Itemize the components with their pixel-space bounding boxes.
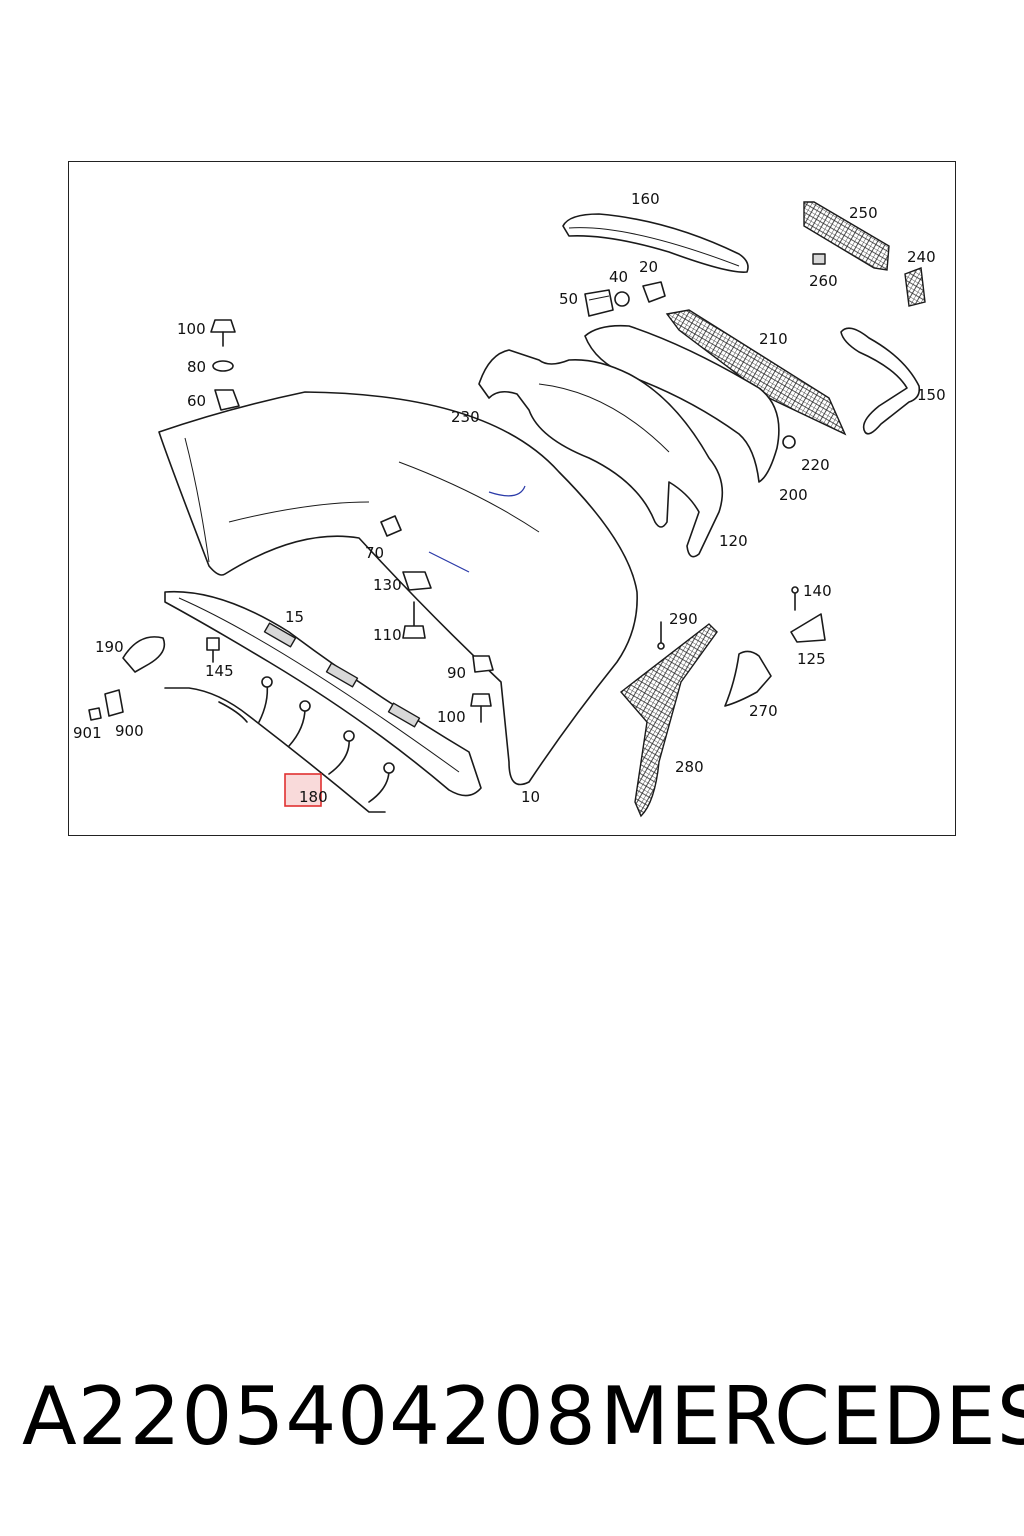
footer: A2205404208 MERCEDES [22, 1370, 1024, 1470]
label-270: 270 [749, 702, 778, 720]
label-150: 150 [917, 386, 946, 404]
label-145: 145 [205, 662, 234, 680]
part-120-frame [478, 349, 724, 558]
label-100-top: 100 [177, 320, 206, 338]
label-100-bottom: 100 [437, 708, 466, 726]
part-140-rivet [791, 586, 799, 611]
part-280-side-bracket [619, 623, 718, 818]
label-900: 900 [115, 722, 144, 740]
part-150-side-trim [840, 327, 921, 435]
label-90: 90 [447, 664, 466, 682]
parts-diagram: 160 250 240 260 40 20 50 210 150 100 80 … [68, 161, 956, 836]
part-900-connector [104, 689, 124, 717]
part-100-bolt [210, 319, 236, 347]
part-250-grille [803, 201, 890, 271]
label-110: 110 [373, 626, 402, 644]
part-240-insert [904, 267, 926, 307]
part-50-bracket [584, 289, 614, 317]
part-100-bolt-lower [470, 693, 492, 723]
part-80-washer [212, 360, 234, 372]
part-200-diffuser-base [584, 324, 780, 483]
label-60: 60 [187, 392, 206, 410]
label-230: 230 [451, 408, 480, 426]
part-270-guide [724, 650, 772, 707]
label-290: 290 [669, 610, 698, 628]
label-80: 80 [187, 358, 206, 376]
label-240: 240 [907, 248, 936, 266]
part-10-bumper-cover [158, 391, 638, 786]
brand-name: MERCEDES [600, 1370, 1024, 1463]
part-60-nut-clip [214, 389, 240, 411]
label-125: 125 [797, 650, 826, 668]
label-220: 220 [801, 456, 830, 474]
part-15-lower-section [164, 590, 482, 797]
highlight-180: 180 [284, 773, 328, 807]
label-20: 20 [639, 258, 658, 276]
label-280: 280 [675, 758, 704, 776]
part-290-pin [657, 621, 665, 650]
label-160: 160 [631, 190, 660, 208]
part-number: A2205404208 [22, 1370, 597, 1463]
part-160-trim-strip [562, 213, 749, 273]
part-70-push-nut [380, 515, 402, 537]
label-250: 250 [849, 204, 878, 222]
part-40-grommet [614, 291, 630, 307]
part-145-pin [206, 637, 220, 663]
label-210: 210 [759, 330, 788, 348]
exploded-view-drawing: 160 250 240 260 40 20 50 210 150 100 80 … [73, 190, 946, 818]
label-40: 40 [609, 268, 628, 286]
part-130-clip [402, 571, 432, 591]
label-190: 190 [95, 638, 124, 656]
label-50: 50 [559, 290, 578, 308]
label-15: 15 [285, 608, 304, 626]
label-260: 260 [809, 272, 838, 290]
part-90-clip [472, 655, 494, 673]
part-210-diffuser [665, 309, 847, 436]
part-901-plug [88, 707, 102, 721]
label-180: 180 [299, 788, 328, 806]
part-220-nut [782, 435, 796, 449]
part-260-clip [812, 253, 826, 265]
part-110-screw [402, 601, 426, 639]
part-180-wiring-harness [164, 676, 395, 813]
part-125-bracket [790, 613, 826, 643]
label-70: 70 [365, 544, 384, 562]
label-120: 120 [719, 532, 748, 550]
label-901: 901 [73, 724, 102, 742]
label-10: 10 [521, 788, 540, 806]
label-130: 130 [373, 576, 402, 594]
part-190-cable-tie [122, 636, 166, 673]
label-140: 140 [803, 582, 832, 600]
label-200: 200 [779, 486, 808, 504]
part-20-clip [642, 281, 666, 303]
